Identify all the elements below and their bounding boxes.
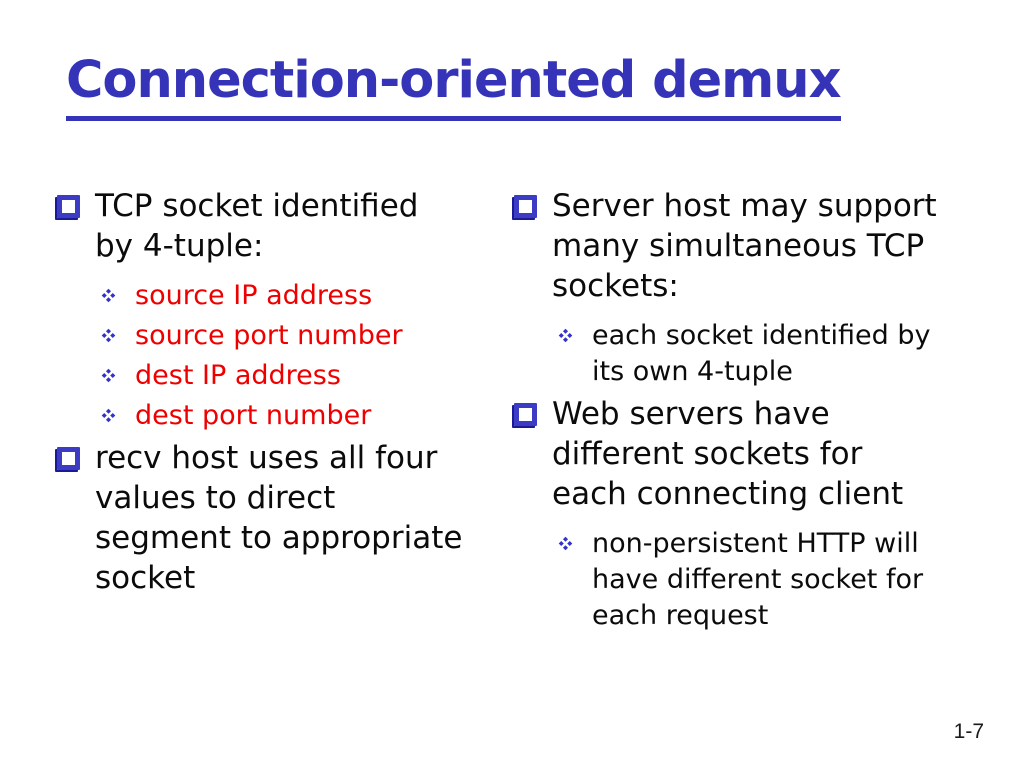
bullet-item: Web servers have different sockets for e…	[514, 394, 1004, 514]
diamond-bullet-icon	[100, 327, 117, 344]
sub-bullet-item: source IP address	[57, 278, 497, 314]
text-line: Server host may support	[552, 188, 937, 224]
bullet-item: Server host may support many simultaneou…	[514, 186, 1004, 306]
square-bullet-icon	[57, 447, 80, 470]
text-line: different sockets for	[552, 436, 863, 472]
sub-bullet-text: dest IP address	[135, 358, 341, 394]
diamond-bullet-icon	[100, 367, 117, 384]
bullet-text: recv host uses all four values to direct…	[95, 438, 462, 598]
sub-bullet-text: source IP address	[135, 278, 372, 314]
bullet-item: recv host uses all four values to direct…	[57, 438, 497, 598]
sub-bullet-item: source port number	[57, 318, 497, 354]
text-line: each connecting client	[552, 476, 904, 512]
sub-bullet-text: dest port number	[135, 398, 371, 434]
square-bullet-icon	[57, 195, 80, 218]
left-column: TCP socket identified by 4-tuple: source…	[57, 186, 497, 610]
text-line: by 4-tuple:	[95, 228, 264, 264]
text-line: dest port number	[135, 400, 372, 431]
sub-bullet-item: non-persistent HTTP will have different …	[514, 526, 1004, 634]
sub-bullet-item: dest IP address	[57, 358, 497, 394]
bullet-text: Web servers have different sockets for e…	[552, 394, 903, 514]
bullet-text: TCP socket identified by 4-tuple:	[95, 186, 418, 266]
square-bullet-icon	[514, 195, 537, 218]
sub-bullet-item: dest port number	[57, 398, 497, 434]
text-line: values to direct	[95, 480, 336, 516]
diamond-bullet-icon	[557, 327, 574, 344]
sub-bullet-text: source port number	[135, 318, 403, 354]
sub-bullet-item: each socket identified by its own 4-tupl…	[514, 318, 1004, 390]
diamond-bullet-icon	[557, 535, 574, 552]
sub-bullet-text: each socket identified by its own 4-tupl…	[592, 318, 931, 390]
text-line: many simultaneous TCP	[552, 228, 925, 264]
text-line: its own 4-tuple	[592, 356, 793, 387]
bullet-item: TCP socket identified by 4-tuple:	[57, 186, 497, 266]
text-line: non-persistent HTTP will	[592, 528, 919, 559]
slide-title: Connection-oriented demux	[66, 51, 842, 121]
sub-bullet-text: non-persistent HTTP will have different …	[592, 526, 923, 634]
bullet-text: Server host may support many simultaneou…	[552, 186, 937, 306]
text-line: have different socket for	[592, 564, 924, 595]
diamond-bullet-icon	[100, 407, 117, 424]
text-line: source IP address	[135, 280, 373, 311]
text-line: Web servers have	[552, 396, 830, 432]
text-line: source port number	[135, 320, 403, 351]
diamond-bullet-icon	[100, 287, 117, 304]
text-line: recv host uses all four	[95, 440, 438, 476]
page-number: 1-7	[953, 720, 984, 743]
text-line: dest IP address	[135, 360, 341, 391]
text-line: each request	[592, 600, 769, 631]
text-line: socket	[95, 560, 196, 596]
text-line: each socket identified by	[592, 320, 931, 351]
text-line: sockets:	[552, 268, 679, 304]
right-column: Server host may support many simultaneou…	[514, 186, 1004, 638]
text-line: segment to appropriate	[95, 520, 463, 556]
text-line: TCP socket identified	[95, 188, 419, 224]
square-bullet-icon	[514, 403, 537, 426]
